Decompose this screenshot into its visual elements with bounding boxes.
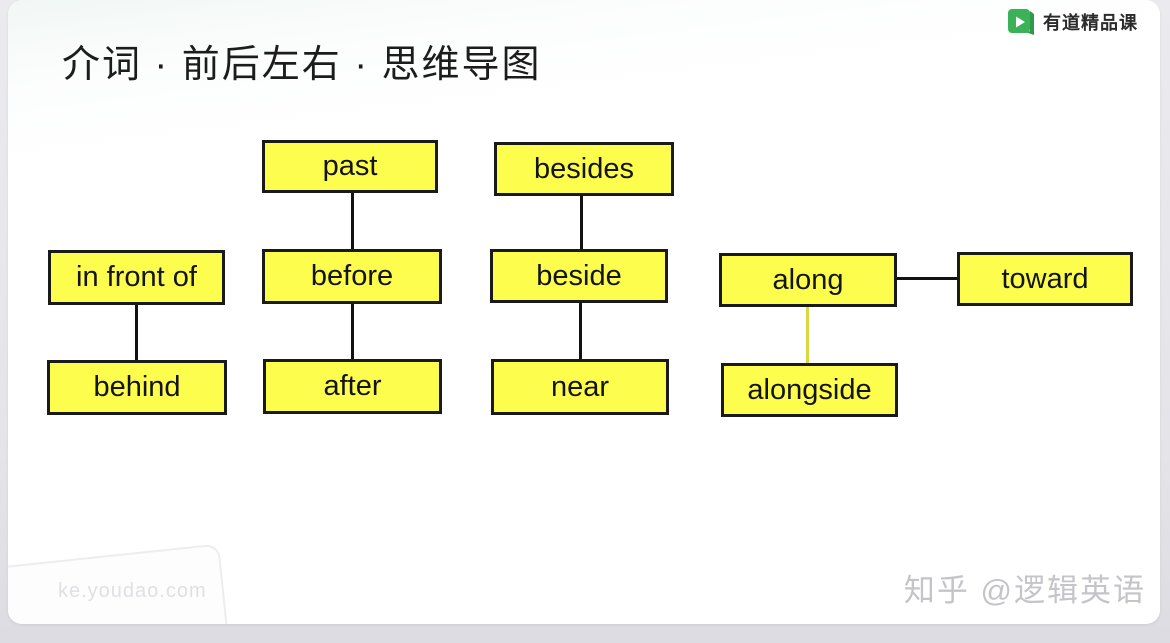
connector-along-alongside xyxy=(806,306,809,364)
slide-card: 介词 · 前后左右 · 思维导图 有道精品课 in front of behind… xyxy=(8,0,1160,624)
node-besides: besides xyxy=(494,142,674,196)
node-alongside: alongside xyxy=(721,363,898,417)
node-behind: behind xyxy=(47,360,227,415)
brand-logo: 有道精品课 xyxy=(1007,7,1138,36)
connector-along-toward xyxy=(896,277,958,280)
node-in-front-of: in front of xyxy=(48,250,225,305)
node-beside: beside xyxy=(490,249,668,303)
mindmap-diagram: in front of behind past before after besides b… xyxy=(8,0,1160,624)
watermark-url: ke.youdao.com xyxy=(58,580,207,602)
node-near: near xyxy=(491,359,669,415)
connector-beside-near xyxy=(579,302,582,360)
connector-past-before xyxy=(351,192,354,250)
connector-before-after xyxy=(351,303,354,360)
page-title: 介词 · 前后左右 · 思维导图 xyxy=(62,44,542,86)
watermark-zhihu: 知乎 @逻辑英语 xyxy=(903,573,1146,608)
connector-besides-beside xyxy=(580,195,583,250)
node-past: past xyxy=(262,140,438,193)
node-after: after xyxy=(263,359,442,414)
node-before: before xyxy=(262,249,442,304)
brand-text: 有道精品课 xyxy=(1043,12,1138,33)
node-toward: toward xyxy=(957,252,1133,306)
node-along: along xyxy=(719,253,897,307)
youdao-play-icon xyxy=(1007,7,1035,36)
connector-in-front-of-behind xyxy=(135,304,138,361)
